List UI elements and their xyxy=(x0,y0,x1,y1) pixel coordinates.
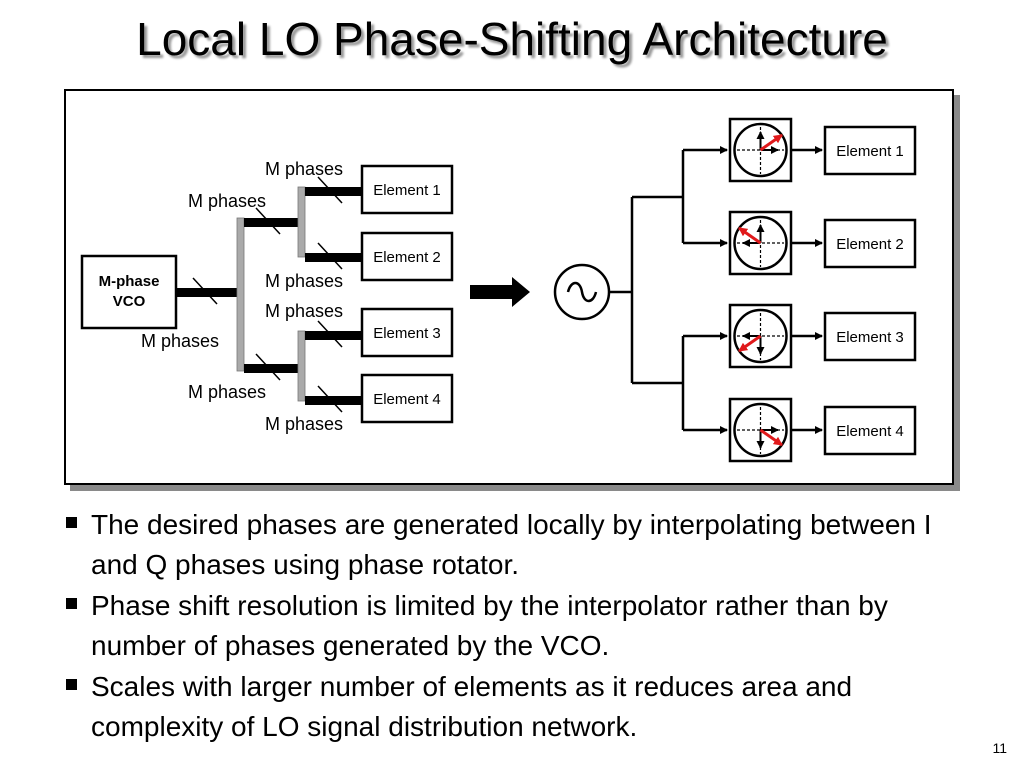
bullet-text: The desired phases are generated locally… xyxy=(91,509,932,580)
m-phases-label: M phases xyxy=(188,191,266,211)
bullet-square-icon xyxy=(66,517,77,528)
m-phases-label: M phases xyxy=(265,301,343,321)
main-splitter-bar xyxy=(236,217,245,372)
right-element-3-label: Element 3 xyxy=(836,329,904,346)
right-element-1-label: Element 1 xyxy=(836,143,904,160)
lower-splitter-bar xyxy=(297,330,306,402)
right-element-2-box xyxy=(823,218,917,269)
upper-branch-bus xyxy=(244,218,299,227)
left-element-2-label: Element 2 xyxy=(373,249,441,266)
lower-branch-bus xyxy=(244,364,299,373)
bus-slash xyxy=(255,353,281,381)
left-diagram: M-phase VCO Element 1 Element 2 Element … xyxy=(80,159,454,434)
page-number: 11 xyxy=(992,740,1007,756)
bullet-item: Scales with larger number of elements as… xyxy=(66,667,966,747)
left-element-1-box xyxy=(360,164,454,215)
element4-bus xyxy=(305,396,363,405)
left-element-4-label: Element 4 xyxy=(373,391,441,408)
m-phases-label: M phases xyxy=(141,331,219,351)
left-element-2-box xyxy=(360,231,454,282)
bullet-item: The desired phases are generated locally… xyxy=(66,505,966,585)
bullet-list: The desired phases are generated locally… xyxy=(66,505,966,748)
right-diagram: Element 1 Element 2 Element 3 Element 4 xyxy=(553,117,917,463)
phase-rotator-icon xyxy=(728,210,793,276)
transition-arrow-icon xyxy=(470,277,530,307)
right-element-4-label: Element 4 xyxy=(836,423,904,440)
m-phases-label: M phases xyxy=(265,271,343,291)
element3-bus xyxy=(305,331,363,340)
bus-slash xyxy=(255,207,281,235)
m-phases-label: M phases xyxy=(265,159,343,179)
right-element-2-label: Element 2 xyxy=(836,236,904,253)
bus-slash xyxy=(317,320,343,348)
slide-title: Local LO Phase-Shifting Architecture xyxy=(136,13,888,65)
bus-slash xyxy=(317,385,343,413)
bullet-item: Phase shift resolution is limited by the… xyxy=(66,586,966,666)
sine-wave-glyph xyxy=(566,281,598,303)
element1-bus xyxy=(305,187,363,196)
phase-rotator-icon xyxy=(728,303,793,369)
left-element-3-box xyxy=(360,307,454,358)
left-element-4-box xyxy=(360,373,454,424)
left-element-1-label: Element 1 xyxy=(373,182,441,199)
right-element-3-box xyxy=(823,311,917,362)
phase-rotator-icon xyxy=(728,117,793,183)
upper-splitter-bar xyxy=(297,186,306,258)
bullet-square-icon xyxy=(66,679,77,690)
vco-box xyxy=(80,254,178,330)
m-phases-label: M phases xyxy=(188,382,266,402)
right-element-4-box xyxy=(823,405,917,456)
bus-slash xyxy=(192,277,218,305)
bullet-text: Phase shift resolution is limited by the… xyxy=(91,590,888,661)
bullet-square-icon xyxy=(66,598,77,609)
vco-label-line2: VCO xyxy=(113,293,146,310)
right-element-1-box xyxy=(823,125,917,176)
left-element-3-label: Element 3 xyxy=(373,325,441,342)
vco-label-line1: M-phase xyxy=(99,273,160,290)
distribution-tree xyxy=(609,146,823,434)
element2-bus xyxy=(305,253,363,262)
bullet-text: Scales with larger number of elements as… xyxy=(91,671,853,742)
bus-slash xyxy=(317,176,343,204)
phase-rotator-icon xyxy=(728,397,793,463)
bus-slash xyxy=(317,242,343,270)
m-phases-label: M phases xyxy=(265,414,343,434)
